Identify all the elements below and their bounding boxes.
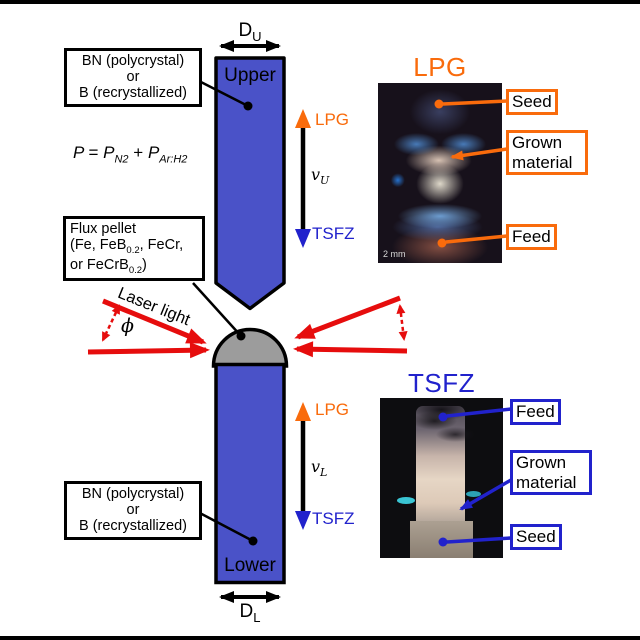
upper-velocity-sub: U	[320, 174, 330, 188]
bn-bottom-dot	[248, 536, 258, 546]
crucible-note-top: BN (polycrystal) or B (recrystallized)	[64, 48, 202, 107]
upper-lpg-direction-label: LPG	[315, 110, 350, 129]
lpg-grown-leader	[450, 147, 508, 161]
flux-line2-pre: (Fe, FeB	[70, 237, 127, 254]
lower-diameter-base: D	[239, 601, 254, 622]
laser-beam-left-lower	[87, 342, 210, 359]
top-border-bar	[0, 0, 640, 4]
tsfz-cyan-glint-right	[466, 490, 482, 497]
lower-velocity-label: vL	[311, 457, 327, 479]
lower-rod	[214, 362, 286, 585]
lpg-grown-tag: Grown material	[506, 130, 588, 176]
lower-velocity-sub: L	[320, 466, 328, 480]
crucible-note-top-line2: or	[126, 69, 140, 86]
flux-dot	[236, 331, 246, 341]
crucible-note-top-line1: BN (polycrystal)	[81, 53, 185, 69]
eq-term2: P	[147, 143, 160, 162]
lpg-photograph: 2 mm	[378, 83, 502, 263]
flux-line3-sub: 0.2	[128, 264, 143, 276]
tsfz-feed-leader	[446, 407, 512, 418]
tsfz-seed-dot	[438, 537, 448, 547]
lpg-feed-tag: Feed	[506, 224, 557, 250]
tsfz-photograph	[380, 398, 503, 558]
flux-line3-post: )	[142, 256, 147, 273]
lower-diameter-label: DL	[215, 601, 285, 625]
crucible-note-bottom: BN (polycrystal) or B (recrystallized)	[64, 481, 202, 540]
lpg-feed-dot	[437, 238, 447, 248]
bn-top-dot	[243, 101, 253, 111]
upper-tsfz-direction-label: TSFZ	[312, 224, 355, 243]
pressure-equation: P = PN2 + PAr:H2	[73, 143, 187, 165]
flux-note-line2: (Fe, FeB0.2, FeCr,	[70, 237, 198, 257]
upper-velocity-label: vU	[311, 165, 329, 187]
tsfz-feed-speckle	[407, 402, 476, 448]
crucible-note-bottom-line3: B (recrystallized)	[79, 518, 187, 535]
laser-beam-right-upper	[294, 295, 401, 340]
tsfz-feed-tag: Feed	[510, 399, 561, 425]
beam-angle-arc-right	[396, 304, 408, 341]
lpg-panel-title: LPG	[413, 52, 467, 82]
tsfz-grown-tag: Grown material	[510, 450, 592, 496]
upper-velocity-base: v	[311, 165, 321, 184]
eq-term1: P	[103, 143, 115, 162]
crucible-note-bottom-line1: BN (polycrystal)	[81, 486, 185, 502]
flux-note-line3: or FeCrB0.2)	[70, 257, 198, 277]
crucible-note-bottom-line2: or	[126, 502, 140, 519]
flux-line2-sub: 0.2	[126, 245, 140, 257]
eq-term2-sub: Ar:H2	[159, 153, 188, 166]
tsfz-cyan-glint-left	[397, 497, 416, 505]
flux-line3-pre: or FeCrB	[70, 256, 129, 273]
bn-top-leader	[196, 78, 249, 108]
bottom-border-bar	[0, 636, 640, 640]
eq-term1-sub: N2	[114, 153, 129, 166]
eq-plus: +	[133, 143, 144, 162]
flux-leader	[192, 282, 242, 337]
upper-rod-label: Upper	[224, 65, 276, 86]
crucible-note-top-line3: B (recrystallized)	[79, 85, 187, 102]
eq-equals: =	[88, 143, 99, 162]
upper-diameter-sub: U	[252, 28, 262, 44]
eq-lhs: P	[73, 143, 84, 162]
flux-pellet-note: Flux pellet (Fe, FeB0.2, FeCr, or FeCrB0…	[63, 216, 205, 282]
lpg-seed-leader	[442, 99, 508, 106]
lower-lpg-direction-label: LPG	[315, 400, 350, 419]
beam-angle-arc-left	[101, 304, 121, 342]
flux-pellet-dome	[211, 327, 289, 368]
tsfz-panel-title: TSFZ	[408, 368, 475, 398]
lpg-seed-dot	[434, 99, 444, 109]
scale-bar-label: 2 mm	[383, 249, 406, 259]
lower-tsfz-arrowhead-icon	[295, 511, 311, 530]
tsfz-seed-tag: Seed	[510, 524, 562, 550]
tsfz-feed-dot	[438, 412, 448, 422]
tsfz-seed-leader	[446, 536, 512, 544]
lower-diameter-sub: L	[253, 609, 261, 625]
lpg-feed-leader	[445, 234, 508, 244]
upper-rod	[214, 56, 286, 311]
lpg-seed-tag: Seed	[506, 89, 558, 115]
upper-diameter-label: DU	[215, 20, 285, 44]
upper-diameter-base: D	[238, 20, 253, 41]
lower-rod-label: Lower	[224, 555, 276, 576]
lower-tsfz-direction-label: TSFZ	[312, 509, 355, 528]
flux-line2-mid: , FeCr,	[139, 237, 184, 254]
flux-note-line1: Flux pellet	[70, 221, 137, 237]
tsfz-grown-leader	[459, 478, 512, 511]
bn-bottom-leader	[195, 509, 254, 543]
upper-lpg-arrowhead-icon	[295, 109, 311, 128]
lower-lpg-arrowhead-icon	[295, 402, 311, 421]
laser-beam-right-lower	[293, 341, 408, 358]
lower-velocity-base: v	[311, 457, 321, 476]
beam-angle-symbol: ϕ	[121, 315, 134, 337]
upper-tsfz-arrowhead-icon	[295, 229, 311, 248]
